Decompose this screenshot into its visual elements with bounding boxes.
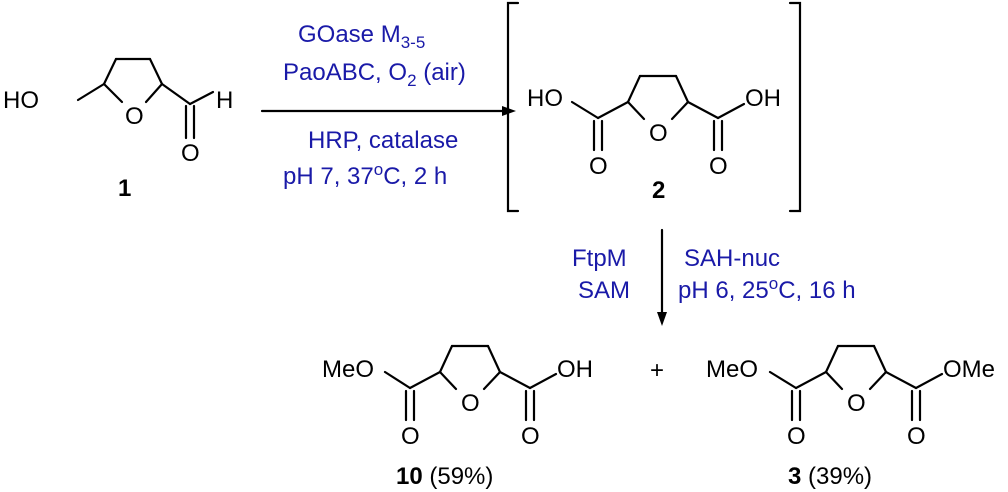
plus-sign: +	[650, 357, 664, 384]
step2-conditions-ph-temp-time: pH 6, 25oC, 16 h	[678, 274, 856, 304]
compound-10-structure	[383, 344, 558, 422]
compound-3-methoxy-left: MeO	[706, 356, 758, 383]
compound-10-carbonyl-oxygen-right: O	[521, 423, 540, 450]
compound-2-label: 2	[652, 177, 665, 204]
compound-10-label: 10	[396, 463, 423, 490]
compound-3-caption: 3 (39%)	[788, 463, 872, 490]
compound-2-carbonyl-oxygen-left: O	[589, 153, 608, 180]
compound-3-structure	[768, 344, 944, 422]
compound-3-label: 3	[788, 463, 801, 490]
compound-1-aldehyde-hydrogen: H	[216, 87, 233, 114]
step2-reagent-ftpm: FtpM	[572, 245, 627, 272]
step1-reagent-goase: GOase M3-5	[298, 21, 425, 52]
compound-3-carbonyl-oxygen-left: O	[787, 423, 806, 450]
step1-reagent-paoabc: PaoABC, O2 (air)	[283, 59, 466, 90]
compound-3-carbonyl-oxygen-right: O	[907, 423, 926, 450]
step2-reagent-sam: SAM	[578, 277, 630, 304]
compound-1-ring-oxygen: O	[125, 103, 144, 130]
compound-2-structure	[570, 74, 746, 152]
bracket-right	[788, 1, 802, 213]
step1-conditions-ph-temp-time: pH 7, 37oC, 2 h	[283, 160, 447, 190]
step2-reagent-sah-nuc: SAH-nuc	[684, 245, 780, 272]
compound-10-hydroxyl: OH	[557, 356, 593, 383]
compound-1-label: 1	[118, 175, 131, 202]
compound-2-carbonyl-oxygen-right: O	[709, 153, 728, 180]
compound-2-hydroxyl-left: HO	[527, 85, 563, 112]
compound-10-carbonyl-oxygen-left: O	[401, 423, 420, 450]
compound-1-carbonyl-oxygen: O	[181, 140, 200, 167]
compound-1-structure	[76, 57, 215, 140]
compound-3-yield: (39%)	[801, 463, 872, 490]
reaction-arrow-step2-head	[657, 312, 667, 326]
compound-1-hydroxyl-atom: HO	[3, 87, 39, 114]
bracket-left	[506, 1, 520, 213]
compound-3-methoxy-right: OMe	[943, 356, 995, 383]
step1-reagent-hrp-catalase: HRP, catalase	[308, 127, 458, 154]
compound-10-yield: (59%)	[423, 463, 494, 490]
compound-2-hydroxyl-right: OH	[745, 85, 781, 112]
compound-2-ring-oxygen: O	[649, 120, 668, 147]
compound-10-caption: 10 (59%)	[396, 463, 493, 490]
compound-3-ring-oxygen: O	[847, 390, 866, 417]
compound-10-methoxy: MeO	[322, 356, 374, 383]
compound-10-ring-oxygen: O	[461, 390, 480, 417]
